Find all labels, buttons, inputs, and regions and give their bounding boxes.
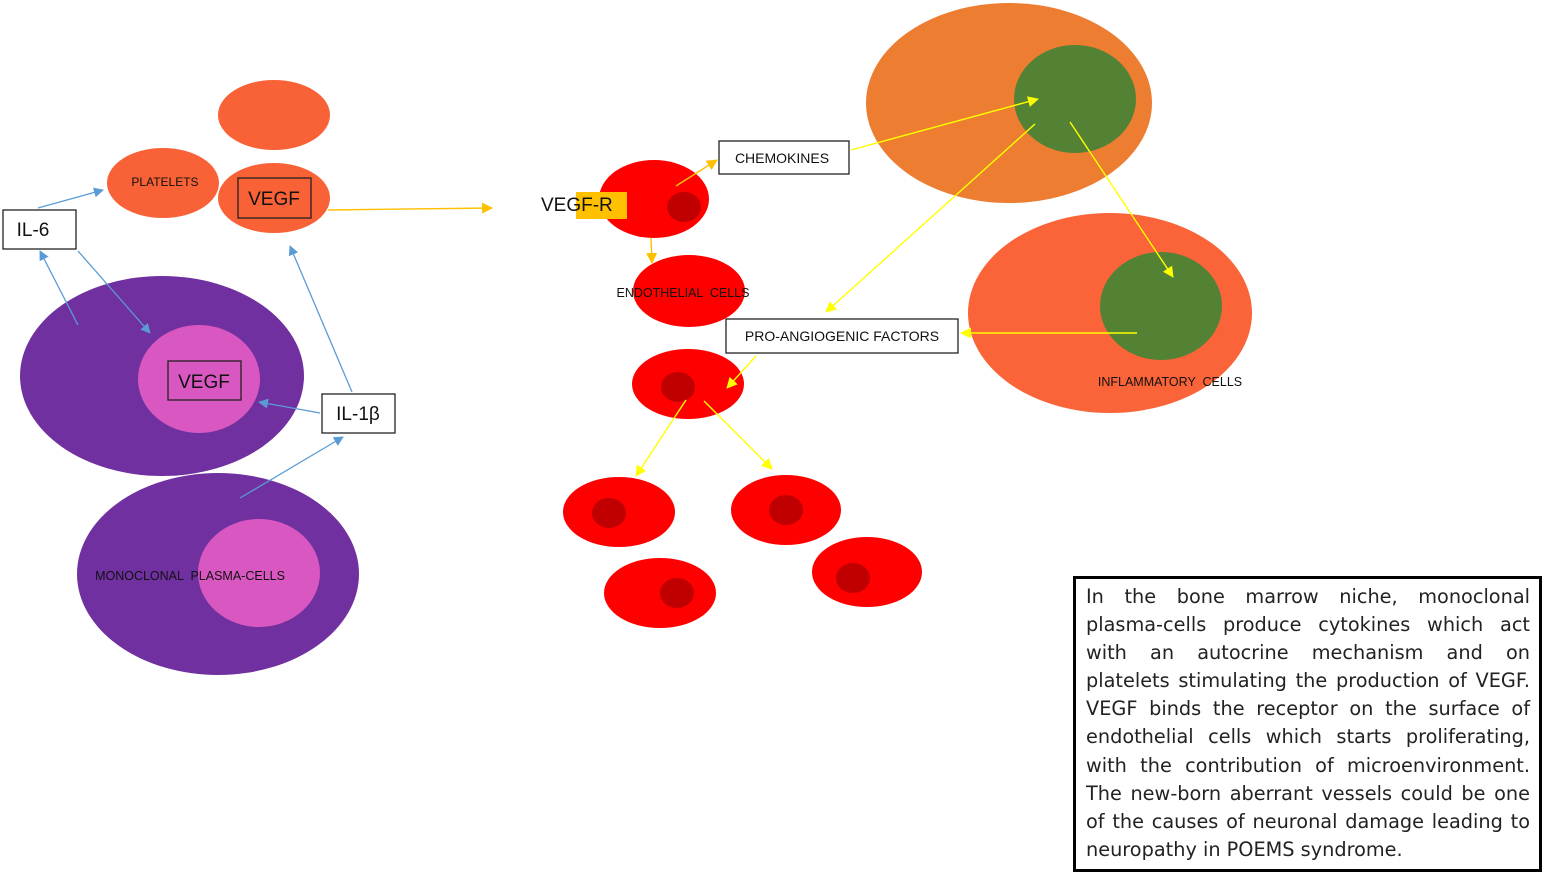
il6-box — [2, 209, 77, 250]
caption-text-box: In the bone marrow niche, monoclonal pla… — [1073, 576, 1542, 872]
endothelial-proliferating-nucleus — [661, 372, 695, 402]
pro-angiogenic-label: PRO-ANGIOGENIC FACTORS — [745, 328, 939, 344]
pro-angiogenic-box — [725, 318, 959, 354]
il6-label: IL-6 — [17, 220, 50, 241]
arrow-il6-to-vegf — [77, 250, 151, 334]
chemokines-box — [718, 140, 850, 175]
arrow-plasma-to-il6 — [39, 250, 79, 326]
vegf-plasma-box — [167, 360, 242, 401]
platelet-vegf — [218, 163, 330, 233]
il1b-box — [321, 393, 396, 434]
arrow-pro-angiogenic-to-cell — [726, 355, 757, 389]
vegf-r-label: VEGF-R — [541, 195, 613, 216]
vegf-plasma-label: VEGF — [178, 372, 230, 393]
chemokines-label: CHEMOKINES — [735, 150, 829, 166]
endothelial-cells-label: ENDOTHELIAL CELLS — [617, 286, 750, 300]
arrow-inflammatory-to-pro-angiogenic — [825, 123, 1036, 313]
vegf-platelet-label: VEGF — [248, 189, 300, 210]
platelet-left — [107, 148, 219, 218]
arrow-chemokines-to-inflammatory — [850, 96, 1039, 151]
arrow-vegf-to-receptor — [327, 202, 493, 214]
endothelial-new-4-nucleus — [836, 563, 870, 593]
endothelial-cell-label — [633, 255, 745, 327]
arrow-inflammatory-top-to-bottom — [1069, 121, 1174, 278]
arrow-receptor-to-chemokines — [675, 159, 718, 187]
platelets-label: PLATELETS — [131, 175, 198, 189]
arrow-proliferation-left — [635, 399, 687, 477]
inflammatory-cells-label: INFLAMMATORY CELLS — [1098, 375, 1242, 389]
endothelial-new-2-nucleus — [769, 495, 803, 525]
plasma-cell-lower-nucleus — [198, 519, 320, 627]
vegf-r-highlight — [576, 192, 627, 219]
arrow-il1b-to-platelet — [288, 245, 353, 393]
il1b-label: IL-1β — [336, 404, 380, 425]
monoclonal-plasma-cells-label: MONOCLONAL PLASMA-CELLS — [95, 569, 285, 583]
arrow-il1b-to-vegf — [258, 398, 321, 414]
inflammatory-cell-top-nucleus — [1014, 45, 1136, 153]
endothelial-new-1-nucleus — [592, 498, 626, 528]
caption-text: In the bone marrow niche, monoclonal pla… — [1086, 585, 1530, 861]
endothelial-new-3-nucleus — [660, 578, 694, 608]
arrow-il6-to-platelets — [37, 187, 104, 209]
platelet-top — [218, 80, 330, 150]
arrow-plasma-to-il1b — [239, 436, 344, 499]
vegf-platelet-box — [237, 177, 312, 219]
arrow-proliferation-right — [703, 400, 773, 470]
inflammatory-cell-bottom-nucleus — [1100, 252, 1222, 360]
arrow-receptor-to-endothelial — [646, 237, 658, 264]
plasma-cell-upper-nucleus — [138, 325, 260, 433]
endothelial-receptor-nucleus — [667, 192, 701, 222]
